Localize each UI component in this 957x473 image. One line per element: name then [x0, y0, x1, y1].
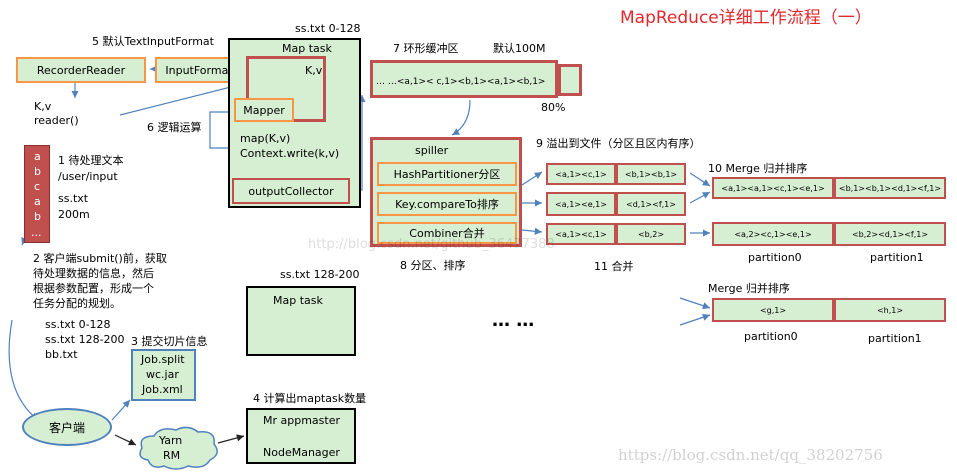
diagram-title: MapReduce详细工作流程（一）	[620, 8, 872, 28]
reader-label: reader()	[34, 114, 79, 127]
client-label: 客户端	[48, 420, 85, 435]
watermark-bottom-right: https://blog.csdn.net/qq_38202756	[618, 446, 883, 464]
spill-cell: <a,1><c,1>	[546, 223, 616, 245]
input-format-label: InputFormat	[165, 63, 233, 77]
job-files-box: Job.split wc.jar Job.xml	[131, 349, 196, 401]
key-compare-box: Key.compareTo排序	[377, 192, 517, 216]
spill-cell: <a,1><c,1>	[546, 163, 616, 185]
output-collector-label: outputCollector	[248, 184, 334, 198]
mapper-label: Mapper	[243, 103, 285, 117]
client-node: 客户端	[22, 408, 112, 446]
spiller-label: spiller	[415, 144, 449, 157]
text-char: a	[34, 195, 41, 208]
step2-line: 2 客户端submit()前，获取	[33, 252, 167, 265]
step1-line: /user/input	[58, 170, 118, 183]
ring-buffer-percent: 80%	[541, 101, 566, 114]
split-item: ss.txt 0-128	[45, 318, 111, 331]
job-file: Job.split	[141, 353, 185, 366]
step2-line: 根据参数配置，形成一个	[33, 282, 154, 295]
default-format-label: 5 默认TextInputFormat	[92, 35, 214, 48]
step3-label: 3 提交切片信息	[131, 335, 208, 348]
kv-inner-label: K,v	[305, 64, 323, 77]
ring-buffer-title: 7 环形缓冲区	[393, 42, 459, 55]
key-compare-label: Key.compareTo排序	[395, 198, 499, 211]
ring-buffer-content: … …<a,1>< c,1><b,1><a,1><b,1>	[376, 77, 546, 87]
ring-buffer-box: … …<a,1>< c,1><b,1><a,1><b,1>	[370, 60, 558, 98]
partition1b-label: partition1	[868, 332, 922, 345]
merge2-cell: <h,1>	[834, 298, 946, 322]
step2-line: 任务分配的规划。	[33, 297, 121, 310]
merge-cell: <b,1><b,1><d,1><f,1>	[834, 177, 946, 199]
watermark-middle: http://blog.csdn.net/github_36477388	[308, 237, 555, 252]
step1-line: 200m	[58, 208, 90, 221]
map-code-2: Context.write(k,v)	[240, 147, 340, 160]
partition0b-label: partition0	[744, 330, 798, 343]
combiner-box: Combiner合并	[377, 222, 517, 244]
step10-label: 10 Merge 归并排序	[708, 162, 808, 175]
text-char: c	[34, 180, 41, 193]
merge-cell: <a,1><a,1><c,1><e,1>	[712, 177, 834, 199]
merge-cell: <a,2><c,1><e,1>	[712, 222, 834, 246]
app-master-box: Mr appmaster NodeManager	[246, 408, 356, 464]
step11-label: 11 合并	[594, 260, 634, 273]
text-char: b	[34, 210, 41, 223]
text-file-column: a b c a b ...	[24, 145, 50, 243]
app-master-label: Mr appmaster	[263, 414, 341, 427]
recorder-reader-box: RecorderReader	[16, 57, 146, 83]
hash-partitioner-label: HashPartitioner分区	[393, 168, 501, 181]
step4-label: 4 计算出maptask数量	[253, 392, 367, 405]
yarn-label: Yarn	[159, 434, 183, 447]
merge2-label: Merge 归并排序	[708, 282, 790, 295]
spill-cell: <d,1><f,1>	[616, 192, 686, 216]
ring-buffer-default: 默认100M	[493, 42, 546, 55]
text-char: b	[34, 165, 41, 178]
map-task-2-label: Map task	[273, 294, 323, 307]
second-split-label: ss.txt 128-200	[280, 268, 360, 281]
split-item: ss.txt 128-200	[45, 333, 125, 346]
ellipsis: … …	[492, 310, 535, 331]
spill-cell: <b,1><b,1>	[616, 163, 686, 185]
partition0-label: partition0	[748, 251, 802, 264]
kv-label: K,v	[34, 100, 52, 113]
spill-cell: <b,2>	[616, 223, 686, 245]
partition1-label: partition1	[870, 251, 924, 264]
text-char: ...	[31, 226, 42, 239]
spill-cell: <a,1><e,1>	[546, 192, 616, 216]
ring-buffer-tail	[558, 64, 582, 96]
combiner-label: Combiner合并	[409, 227, 485, 240]
split-item: bb.txt	[45, 348, 78, 361]
step2-line: 待处理数据的信息，然后	[33, 267, 154, 280]
recorder-reader-label: RecorderReader	[36, 63, 126, 77]
job-file: wc.jar	[146, 368, 179, 381]
node-manager-label: NodeManager	[263, 446, 340, 459]
output-collector-box: outputCollector	[232, 178, 350, 204]
merge2-cell: <g,1>	[712, 298, 834, 322]
mapper-box: Mapper	[234, 98, 294, 122]
hash-partitioner-box: HashPartitioner分区	[377, 162, 517, 186]
yarn-cloud-icon	[139, 426, 218, 470]
step9-label: 9 溢出到文件（分区且区内有序）	[536, 137, 701, 150]
text-char: a	[34, 150, 41, 163]
map-task-label: Map task	[282, 42, 332, 55]
merge-cell: <b,2><d,1><f,1>	[834, 222, 946, 246]
logic-label: 6 逻辑运算	[147, 121, 202, 134]
step8-label: 8 分区、排序	[400, 259, 466, 272]
job-file: Job.xml	[142, 383, 183, 396]
split-range-label: ss.txt 0-128	[295, 22, 361, 35]
rm-label: RM	[163, 449, 181, 462]
map-code-1: map(K,v)	[240, 132, 291, 145]
step1-line: 1 待处理文本	[58, 154, 124, 167]
map-task-2-box: Map task	[246, 286, 356, 356]
step1-line: ss.txt	[58, 192, 89, 205]
